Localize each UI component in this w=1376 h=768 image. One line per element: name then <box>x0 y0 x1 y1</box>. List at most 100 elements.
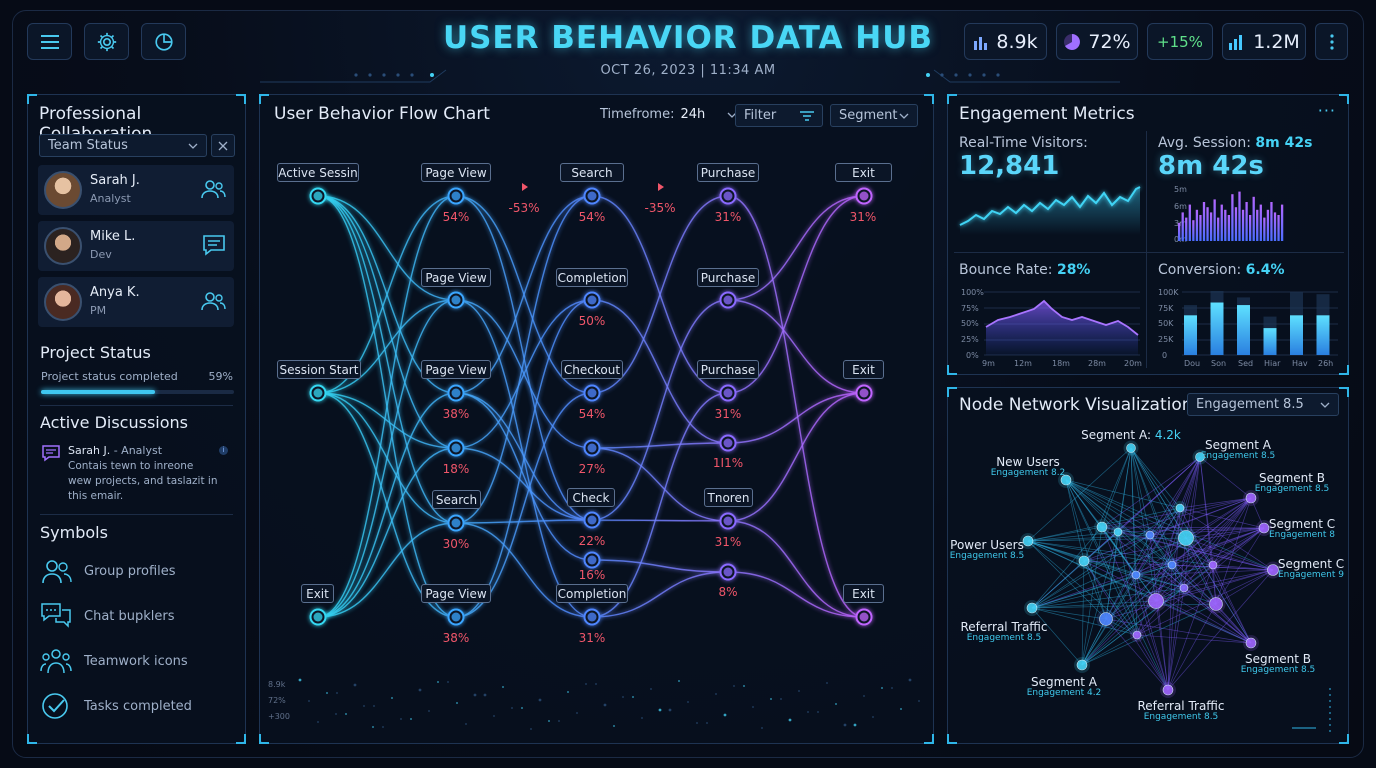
flow-node-core <box>313 388 323 398</box>
node-label-page-view[interactable]: Page View <box>421 360 491 379</box>
network-link <box>1081 564 1173 666</box>
member-card[interactable]: Sarah J. Analyst <box>38 165 234 215</box>
chart-button[interactable] <box>141 23 186 60</box>
node-label-tnoren[interactable]: Tnoren <box>704 488 753 507</box>
node-label-completion[interactable]: Completion <box>556 268 628 287</box>
network-node <box>1022 535 1034 547</box>
flow-node-core <box>723 567 733 577</box>
menu-button[interactable] <box>27 23 72 60</box>
settings-button[interactable] <box>84 23 129 60</box>
flow-link <box>317 522 457 618</box>
node-label-page-view[interactable]: Page View <box>421 268 491 287</box>
activity-dot <box>567 691 569 693</box>
network-link <box>1149 534 1185 589</box>
network-link <box>1167 507 1181 691</box>
network-link <box>1081 560 1085 666</box>
more-dots-icon[interactable]: ··· <box>1317 101 1336 120</box>
tick: 20m <box>1124 359 1142 368</box>
segment-dropdown[interactable]: Segment <box>830 104 918 127</box>
session-bar <box>1270 202 1273 241</box>
stat-total[interactable]: 1.2M <box>1222 23 1306 60</box>
chat-icon <box>203 235 225 256</box>
tick: 25K <box>1158 335 1174 344</box>
activity-dot <box>585 683 587 685</box>
node-label-exit[interactable]: Exit <box>843 584 884 603</box>
filter-button[interactable]: Filter <box>735 104 823 127</box>
network-link <box>1130 447 1137 576</box>
timeframe-dropdown[interactable]: Timefrome: 24h <box>600 107 737 122</box>
panel-title: User Behavior Flow Chart <box>274 104 490 124</box>
node-label-page-view[interactable]: Page View <box>421 163 491 182</box>
node-label-purchase[interactable]: Purchase <box>697 163 759 182</box>
stat-users[interactable]: 8.9k <box>964 23 1047 60</box>
flow-link <box>591 195 729 394</box>
node-label-search[interactable]: Search <box>432 490 481 509</box>
network-link <box>1149 507 1181 536</box>
node-label-active-session[interactable]: Active Sessin <box>277 163 359 182</box>
project-status-heading: Project Status <box>40 343 151 362</box>
flow-percent: 22% <box>578 534 606 548</box>
divider <box>954 252 1344 253</box>
bar-chart-icon <box>974 36 988 50</box>
discussion-header[interactable]: Sarah J. - Analyst <box>68 444 162 457</box>
stat-growth[interactable]: +15% <box>1147 23 1213 60</box>
node-label-checkout[interactable]: Checkout <box>561 360 623 379</box>
activity-dot <box>641 717 643 719</box>
divider <box>1146 131 1147 368</box>
close-button[interactable] <box>211 134 235 157</box>
node-label-exit[interactable]: Exit <box>843 360 884 379</box>
session-value: 8m 42s <box>1158 151 1264 181</box>
network-link <box>1101 526 1169 691</box>
node-name: Segment A <box>1204 438 1272 452</box>
network-link <box>1149 534 1274 571</box>
flow-link <box>727 195 865 394</box>
info-icon[interactable]: i <box>219 446 228 455</box>
network-link <box>1031 607 1083 666</box>
activity-dot <box>770 698 772 700</box>
network-link <box>1031 560 1085 609</box>
network-link <box>1083 560 1252 644</box>
more-menu-button[interactable] <box>1315 23 1348 60</box>
member-card[interactable]: Anya K. PM <box>38 277 234 327</box>
node-label-purchase[interactable]: Purchase <box>697 268 759 287</box>
team-status-dropdown[interactable]: Team Status <box>39 134 207 157</box>
stat-rate[interactable]: 72% <box>1056 23 1138 60</box>
engagement-dropdown[interactable]: Engagement 8.5 <box>1187 393 1339 416</box>
network-link <box>1212 564 1274 571</box>
activity-dot <box>483 693 487 697</box>
network-link <box>1136 569 1274 636</box>
node-label-session-start[interactable]: Session Start <box>277 360 361 379</box>
session-label: Avg. Session: 8m 42s <box>1158 135 1312 151</box>
session-bar <box>1227 215 1230 241</box>
network-node <box>1145 530 1155 540</box>
node-label-exit[interactable]: Exit <box>301 584 334 603</box>
network-link <box>1083 527 1265 562</box>
network-link <box>1065 479 1214 566</box>
flow-percent: 16% <box>578 568 606 582</box>
node-label-page-view[interactable]: Page View <box>421 584 491 603</box>
flow-node-core <box>587 612 597 622</box>
node-label-exit[interactable]: Exit <box>835 163 892 182</box>
node-label-search[interactable]: Search <box>560 163 624 182</box>
member-card[interactable]: Mike L. Dev <box>38 221 234 271</box>
network-node-label[interactable]: Segment A: 4.2k <box>1081 425 1181 443</box>
node-label-purchase[interactable]: Purchase <box>697 360 759 379</box>
avatar <box>44 283 82 321</box>
network-link <box>1155 456 1201 602</box>
network-link <box>1081 507 1181 666</box>
corner-accent <box>1339 94 1349 104</box>
conversion-bar <box>1184 315 1197 355</box>
node-label-check[interactable]: Check <box>567 488 615 507</box>
flow-link <box>455 299 593 449</box>
node-label-completion[interactable]: Completion <box>556 584 628 603</box>
